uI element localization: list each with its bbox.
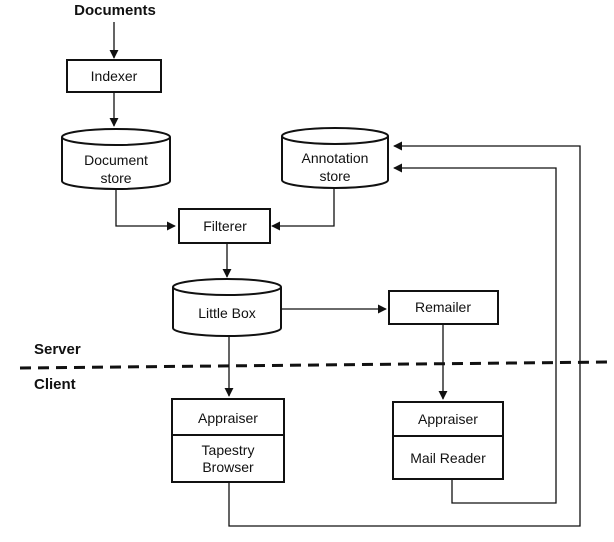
document-store-drum: Document store — [61, 128, 171, 190]
arrow-tapestry-browser-to-annotation-store — [228, 141, 581, 527]
annotation-store-label-line1: Annotation — [302, 150, 369, 166]
appraiser-left-label: Appraiser — [198, 410, 258, 426]
annotation-store-label-line2: store — [319, 168, 350, 184]
little-box-label: Little Box — [198, 305, 256, 321]
indexer-label: Indexer — [91, 68, 138, 84]
document-store-label-line2: store — [100, 170, 131, 186]
appraiser-right-label: Appraiser — [418, 411, 478, 427]
server-client-divider — [19, 360, 613, 370]
annotation-store-drum: Annotation store — [281, 127, 389, 189]
zone-label-server: Server — [34, 341, 81, 358]
mail-reader-label: Mail Reader — [410, 450, 486, 466]
document-store-label-line1: Document — [84, 152, 148, 168]
filterer-box: Filterer — [178, 208, 271, 244]
arrow-annotation-store-to-filterer — [271, 188, 335, 231]
zone-label-client: Client — [34, 376, 76, 393]
filterer-label: Filterer — [203, 218, 247, 234]
little-box-drum: Little Box — [172, 278, 282, 337]
tapestry-browser-label-line1: Tapestry — [202, 442, 255, 458]
documents-label: Documents — [74, 2, 156, 19]
connectors — [109, 22, 581, 527]
tapestry-browser-label-line2: Browser — [202, 459, 254, 475]
mail-client-stack: Appraiser Mail Reader — [392, 401, 504, 480]
remailer-label: Remailer — [415, 299, 471, 315]
remailer-box: Remailer — [388, 290, 499, 325]
arrow-document-store-to-filterer — [115, 189, 176, 231]
tapestry-client-stack: Appraiser Tapestry Browser — [171, 398, 285, 483]
arrow-mail-reader-to-annotation-store — [393, 163, 557, 504]
indexer-box: Indexer — [66, 59, 162, 93]
